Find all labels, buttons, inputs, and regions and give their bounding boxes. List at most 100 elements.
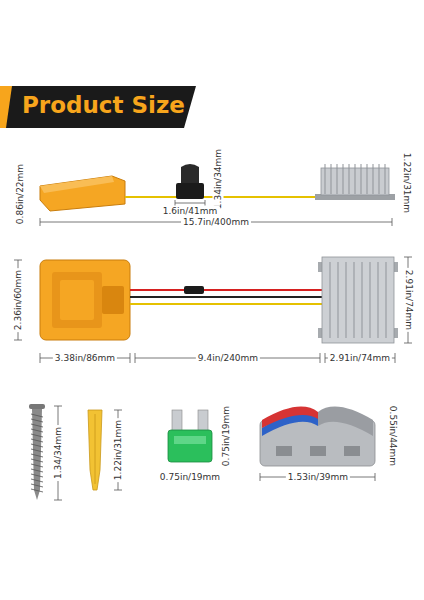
dimension-label: 3.38in/86mm xyxy=(53,353,117,364)
dimension-lines-part xyxy=(114,490,122,491)
screw-part xyxy=(31,414,43,492)
fuse-holder-top-view-part xyxy=(184,286,204,294)
screw-part-part xyxy=(31,484,43,487)
converter-top-view-part xyxy=(322,257,394,343)
converter-side-view-part-part xyxy=(355,164,356,194)
wall-anchor xyxy=(88,410,102,490)
screw-part-part xyxy=(31,444,43,447)
dimension-lines-part xyxy=(14,340,22,341)
dimension-label: 0.75in/19mm xyxy=(221,404,232,468)
dimension-lines-part xyxy=(54,406,62,407)
wire-connector xyxy=(260,407,375,466)
dimension-lines-part xyxy=(175,203,205,204)
converter-side-view-part-part xyxy=(337,164,338,194)
converter-side-view-part-part xyxy=(325,164,326,194)
fuse-holder-side-view-part xyxy=(176,183,204,199)
wire-connector-part xyxy=(310,446,326,456)
dimension-label: 15.7in/400mm xyxy=(181,217,251,228)
converter-side-view-part-part xyxy=(367,164,368,194)
wall-anchor-part xyxy=(88,410,102,490)
converter-top-view-part-part xyxy=(345,262,346,338)
converter-top-view-part-part xyxy=(337,262,338,338)
converter-side-view-part-part xyxy=(373,164,374,194)
screw-part-part xyxy=(31,429,43,432)
dimension-lines-part xyxy=(320,353,321,363)
dimension-lines-part xyxy=(40,218,41,226)
converter-top-view-part-part xyxy=(329,262,330,338)
dimension-lines-part xyxy=(135,353,136,363)
dimension-lines-part xyxy=(404,257,412,258)
dimension-label: 0.86in/22mm xyxy=(15,162,26,226)
blade-fuse-part xyxy=(168,430,212,462)
screw-part xyxy=(29,404,45,409)
wire-connector-part xyxy=(262,407,318,428)
wires-top-view-part xyxy=(204,289,322,291)
wire-connector-part xyxy=(344,446,360,456)
title-banner xyxy=(0,86,196,128)
adapter-side-view-part xyxy=(40,176,114,193)
adapter-side-view-part xyxy=(40,176,125,211)
dimension-label: 1.22in/31mm xyxy=(113,418,124,482)
blade-fuse xyxy=(168,410,212,462)
adapter-top-view-part xyxy=(52,272,102,328)
title-banner-part xyxy=(0,86,196,128)
dimension-label: 9.4in/240mm xyxy=(196,353,260,364)
converter-side-view-part-part xyxy=(349,164,350,194)
adapter-top-view-part xyxy=(40,260,130,340)
converter-side-view-part-part xyxy=(385,164,386,194)
screw-part-part xyxy=(31,459,43,462)
screw-part-part xyxy=(31,414,43,417)
screw xyxy=(29,404,45,500)
converter-side-view-part-part xyxy=(361,164,362,194)
dimension-label: 2.36in/60mm xyxy=(13,268,24,332)
fuse-holder-side-view xyxy=(176,164,204,199)
dimension-lines-part xyxy=(130,353,131,363)
wires-top-view-part xyxy=(130,296,322,298)
dimension-lines-part xyxy=(404,343,412,344)
wire-connector-part xyxy=(276,446,292,456)
converter-side-view-part xyxy=(325,164,385,194)
dimension-label: 2.91in/74mm xyxy=(403,268,414,332)
screw-part-part xyxy=(31,434,43,437)
screw-part-part xyxy=(31,479,43,482)
fuse-holder-top-view xyxy=(184,286,204,294)
dimension-label: 1.34in/34mm xyxy=(213,147,224,211)
screw-part xyxy=(32,409,42,500)
dimension-label: 0.75in/19mm xyxy=(158,472,222,483)
converter-side-view-part-part xyxy=(343,164,344,194)
blade-fuse-part xyxy=(174,436,206,444)
converter-side-view xyxy=(315,164,395,200)
screw-part-part xyxy=(31,424,43,427)
title-banner-part xyxy=(0,86,12,128)
dimension-label: 1.22in/31mm xyxy=(401,151,412,215)
converter-top-view xyxy=(318,257,398,343)
screw-part-part xyxy=(31,489,43,492)
converter-top-view-part-part xyxy=(369,262,370,338)
fuse-holder-side-view-part xyxy=(181,164,199,183)
screw-part-part xyxy=(31,464,43,467)
adapter-side-view xyxy=(40,176,125,211)
dimension-label: 2.91in/74mm xyxy=(328,353,392,364)
screw-part-part xyxy=(31,454,43,457)
adapter-top-view xyxy=(40,260,130,340)
screw-part-part xyxy=(31,474,43,477)
dimension-lines-part xyxy=(40,353,41,363)
dimension-label: 1.53in/39mm xyxy=(286,472,350,483)
dimension-label: 1.34/34mm xyxy=(53,425,64,481)
wires-top-view xyxy=(130,290,322,304)
dimension-label: 1.6in/41mm xyxy=(161,206,220,217)
adapter-top-view-part xyxy=(102,286,124,314)
dimension-lines-part xyxy=(395,353,396,363)
dimension-lines-part xyxy=(375,473,376,481)
dimension-lines-part xyxy=(114,410,122,411)
screw-part-part xyxy=(31,439,43,442)
page-title: Product Size xyxy=(22,92,185,118)
wire-connector-part xyxy=(318,407,373,436)
converter-side-view-part-part xyxy=(379,164,380,194)
dimension-lines xyxy=(14,158,412,500)
dimension-lines-part xyxy=(392,218,393,226)
adapter-top-view-part xyxy=(60,280,94,320)
wires-top-view-part xyxy=(130,289,184,291)
screw-part-part xyxy=(31,449,43,452)
